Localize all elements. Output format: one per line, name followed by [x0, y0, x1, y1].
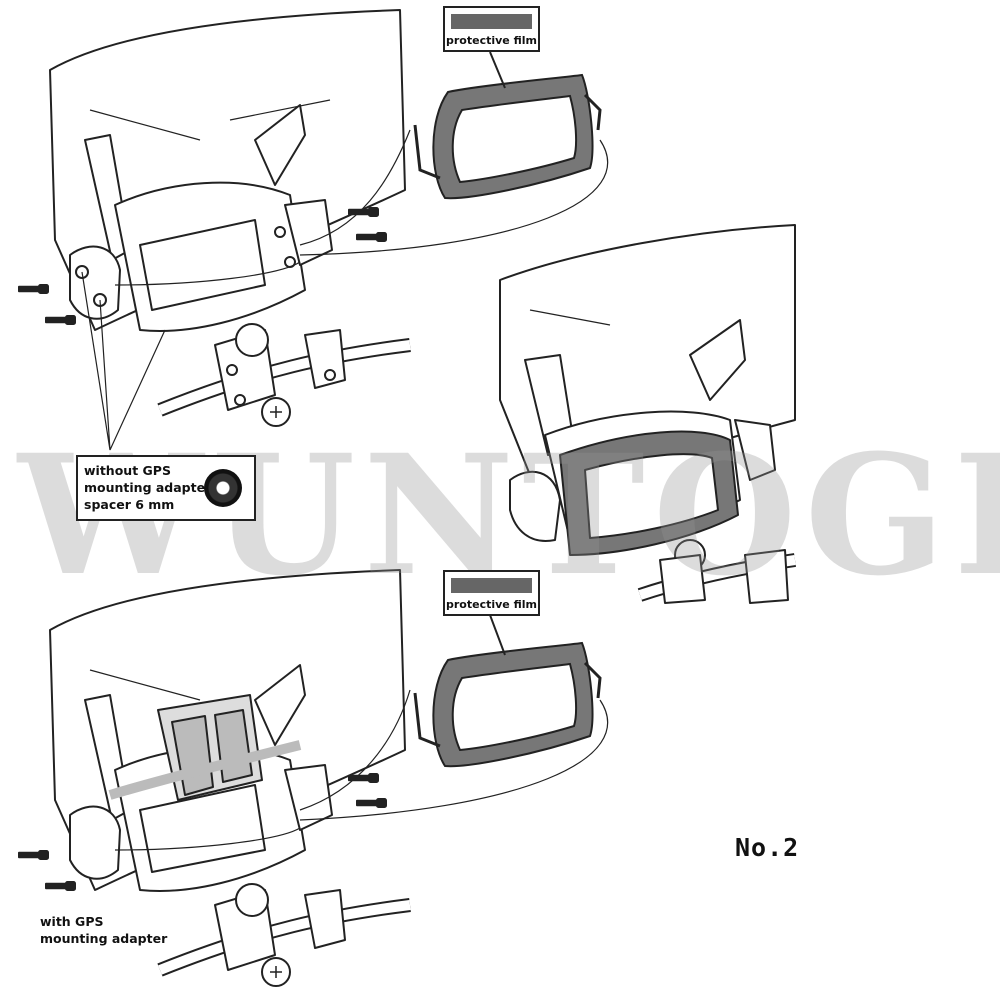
spacer-note-text: without GPS mounting adapter spacer 6 mm [84, 462, 214, 513]
protective-film-label: protective film [446, 598, 537, 611]
screen [584, 453, 719, 539]
protective-frame-bottom [413, 641, 602, 768]
gps-adapter-note: with GPS mounting adapter [40, 913, 240, 947]
frame-leader [299, 689, 609, 821]
gps-note-line: with GPS [40, 914, 104, 929]
spacer-note-box: without GPS mounting adapter spacer 6 mm [76, 455, 256, 521]
dashboard-screen [139, 784, 266, 873]
exploded-view-with-gps [18, 569, 609, 987]
protective-film-label: protective film [446, 34, 537, 47]
bracket-right [254, 104, 306, 186]
bracket-right [689, 319, 746, 401]
film-swatch [451, 578, 532, 593]
exploded-view-without-gps [18, 9, 609, 451]
side-knob-left [509, 470, 561, 542]
leader-lines [81, 271, 166, 451]
model-number: No.2 [735, 833, 800, 862]
mount-knob-right [284, 764, 333, 831]
bolt [348, 773, 379, 783]
gps-bar [108, 740, 302, 800]
bolt [45, 881, 76, 891]
bolt [348, 207, 379, 217]
frame-leader-left [114, 261, 301, 286]
mount-knob-left [69, 245, 121, 320]
film-pointer-top [489, 51, 506, 89]
bracket-right [254, 664, 306, 746]
spacer-note-line: spacer 6 mm [84, 497, 175, 512]
bolt [18, 284, 49, 294]
side-knob-right [734, 419, 776, 481]
clamp-cap [235, 323, 269, 357]
bolt [356, 798, 387, 808]
film-swatch [451, 14, 532, 29]
bolt [356, 232, 387, 242]
protective-film-callout-bottom: protective film [443, 570, 540, 616]
mount-knob-right [284, 199, 333, 266]
spacer-note-line: mounting adapter [84, 480, 212, 495]
mounted-view [499, 224, 796, 604]
bolt [45, 315, 76, 325]
clamp-right [304, 889, 346, 949]
film-pointer-bottom [489, 614, 506, 656]
dashboard-screen [139, 219, 266, 311]
spacer-ring-icon [204, 469, 242, 507]
mount-knob-left [69, 805, 121, 880]
clamp-right [304, 329, 346, 389]
protective-frame-top [413, 73, 602, 200]
protective-film-callout-top: protective film [443, 6, 540, 52]
bolt [18, 850, 49, 860]
spacer-note-line: without GPS [84, 463, 171, 478]
gps-note-line: mounting adapter [40, 931, 168, 946]
frame-leader [299, 129, 609, 256]
